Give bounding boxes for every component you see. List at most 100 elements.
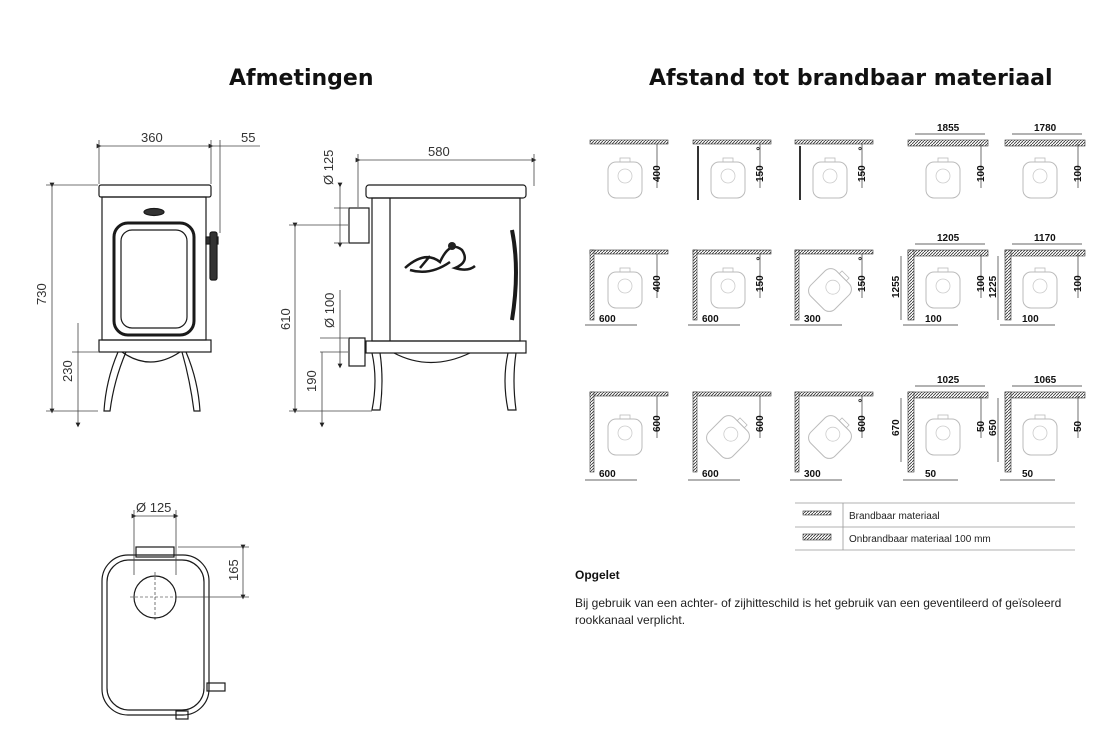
front-glass — [120, 229, 188, 329]
clearance-angle-mark: ° — [756, 146, 760, 157]
ashpan-curve — [121, 351, 181, 363]
wall-back — [589, 139, 669, 145]
clearance-angle-mark: ° — [858, 256, 862, 267]
wall-back — [907, 249, 989, 257]
stove-outline — [808, 415, 852, 459]
front-view — [98, 184, 219, 412]
front-dimensions — [46, 140, 260, 428]
clearance-bottom-label: 100 — [1022, 314, 1039, 325]
wall-side — [589, 391, 595, 473]
clearance-diagram-r3-c1 — [585, 391, 669, 481]
side-depth-label: 580 — [428, 144, 450, 159]
side-leg-right — [504, 352, 517, 411]
front-base — [98, 339, 212, 353]
wall-side — [1004, 249, 1012, 321]
stove-outline — [1022, 267, 1058, 309]
wall-back — [692, 249, 772, 255]
top-flue-offset-label: 165 — [226, 559, 241, 581]
combustible-swatch — [802, 510, 832, 516]
stove-outline — [812, 157, 848, 199]
stove-outline — [1022, 414, 1058, 456]
clearance-top-label: 1780 — [1034, 123, 1057, 134]
clearance-diagram-r3-c5 — [997, 385, 1086, 481]
front-top-plate — [98, 184, 212, 198]
clearance-angle-mark: ° — [858, 146, 862, 157]
wall-back — [589, 249, 669, 255]
wall-back — [692, 391, 772, 397]
dimensions-heading: Afmetingen — [229, 66, 374, 91]
clearance-diagram-r1-c2 — [692, 139, 772, 200]
top-view — [101, 546, 226, 720]
rear-flue-top — [348, 207, 370, 244]
clearance-heading: Afstand tot brandbaar materiaal — [649, 66, 1053, 91]
clearance-diagram-r3-c2 — [688, 391, 772, 481]
handle-depth-label: 55 — [241, 130, 255, 145]
top-outline — [101, 554, 210, 716]
clearance-top-label: 1025 — [937, 375, 960, 386]
stove-outline — [710, 157, 746, 199]
front-width-label: 360 — [141, 130, 163, 145]
stove-outline — [607, 414, 643, 456]
clearance-diagram-r2-c1 — [585, 249, 669, 326]
clearance-bottom-label: 300 — [804, 469, 821, 480]
clearance-bottom-label: 50 — [1022, 469, 1034, 480]
top-flue-diameter-label: Ø 125 — [136, 500, 171, 515]
side-ornament — [404, 245, 476, 273]
total-height-label: 730 — [34, 283, 49, 305]
stove-outline — [1022, 157, 1058, 199]
clearance-side-label: 100 — [976, 275, 987, 292]
clearance-top-label: 1855 — [937, 123, 960, 134]
clearance-side-label: 150 — [755, 275, 766, 292]
side-body — [371, 197, 521, 342]
front-door — [112, 221, 196, 337]
top-handle — [206, 682, 226, 692]
clearance-diagram-r2-c4 — [900, 243, 989, 326]
rear-air-inlet — [348, 337, 366, 367]
stove-outline — [925, 157, 961, 199]
stove-outline — [925, 414, 961, 456]
clearance-left-label: 670 — [891, 419, 902, 436]
clearance-left-label: 1225 — [988, 275, 999, 298]
clearance-diagram-r1-c5 — [1004, 133, 1086, 199]
wall-back — [794, 391, 874, 397]
wall-back — [1004, 249, 1086, 257]
clearance-bottom-label: 50 — [925, 469, 937, 480]
front-leg-right — [181, 351, 201, 412]
note-text: Bij gebruik van een achter- of zijhittes… — [575, 596, 1062, 627]
wall-back — [907, 139, 989, 147]
clearance-side-label: 400 — [652, 165, 663, 182]
side-top-plate — [365, 184, 527, 199]
clearance-side-label: 150 — [755, 165, 766, 182]
clearance-angle-mark: ° — [756, 256, 760, 267]
non-combustible-swatch — [802, 533, 832, 541]
legend: Brandbaar materiaal Onbrandbaar materiaa… — [795, 502, 1075, 551]
side-leg-left — [371, 352, 383, 411]
wall-back — [692, 139, 772, 145]
front-leg-left — [103, 351, 127, 412]
wall-side — [794, 249, 800, 321]
clearance-side-label: 100 — [976, 165, 987, 182]
wall-back — [589, 391, 669, 397]
outlet-height-label: 610 — [278, 308, 293, 330]
clearance-angle-mark: ° — [858, 398, 862, 409]
wall-back — [794, 139, 874, 145]
top-flue-collar — [135, 546, 175, 558]
clearance-diagram-r2-c2 — [688, 249, 772, 326]
wall-back — [907, 391, 989, 399]
stove-outline — [808, 268, 852, 312]
clearance-top-label: 1170 — [1034, 233, 1056, 244]
side-handle — [510, 229, 518, 321]
clearance-left-label: 1255 — [891, 275, 902, 298]
clearance-side-label: 600 — [652, 415, 663, 432]
side-view — [348, 184, 527, 411]
clearance-diagram-r2-c5 — [997, 243, 1086, 326]
stove-outline — [607, 157, 643, 199]
wall-side — [589, 249, 595, 321]
clearance-bottom-label: 100 — [925, 314, 942, 325]
inlet-height-label: 190 — [304, 370, 319, 392]
stove-outline — [607, 267, 643, 309]
clearance-diagram-r1-c3 — [794, 139, 874, 200]
clearance-side-label: 150 — [857, 275, 868, 292]
clearance-side-label: 600 — [755, 415, 766, 432]
clearance-diagram-r1-c1 — [589, 139, 669, 199]
